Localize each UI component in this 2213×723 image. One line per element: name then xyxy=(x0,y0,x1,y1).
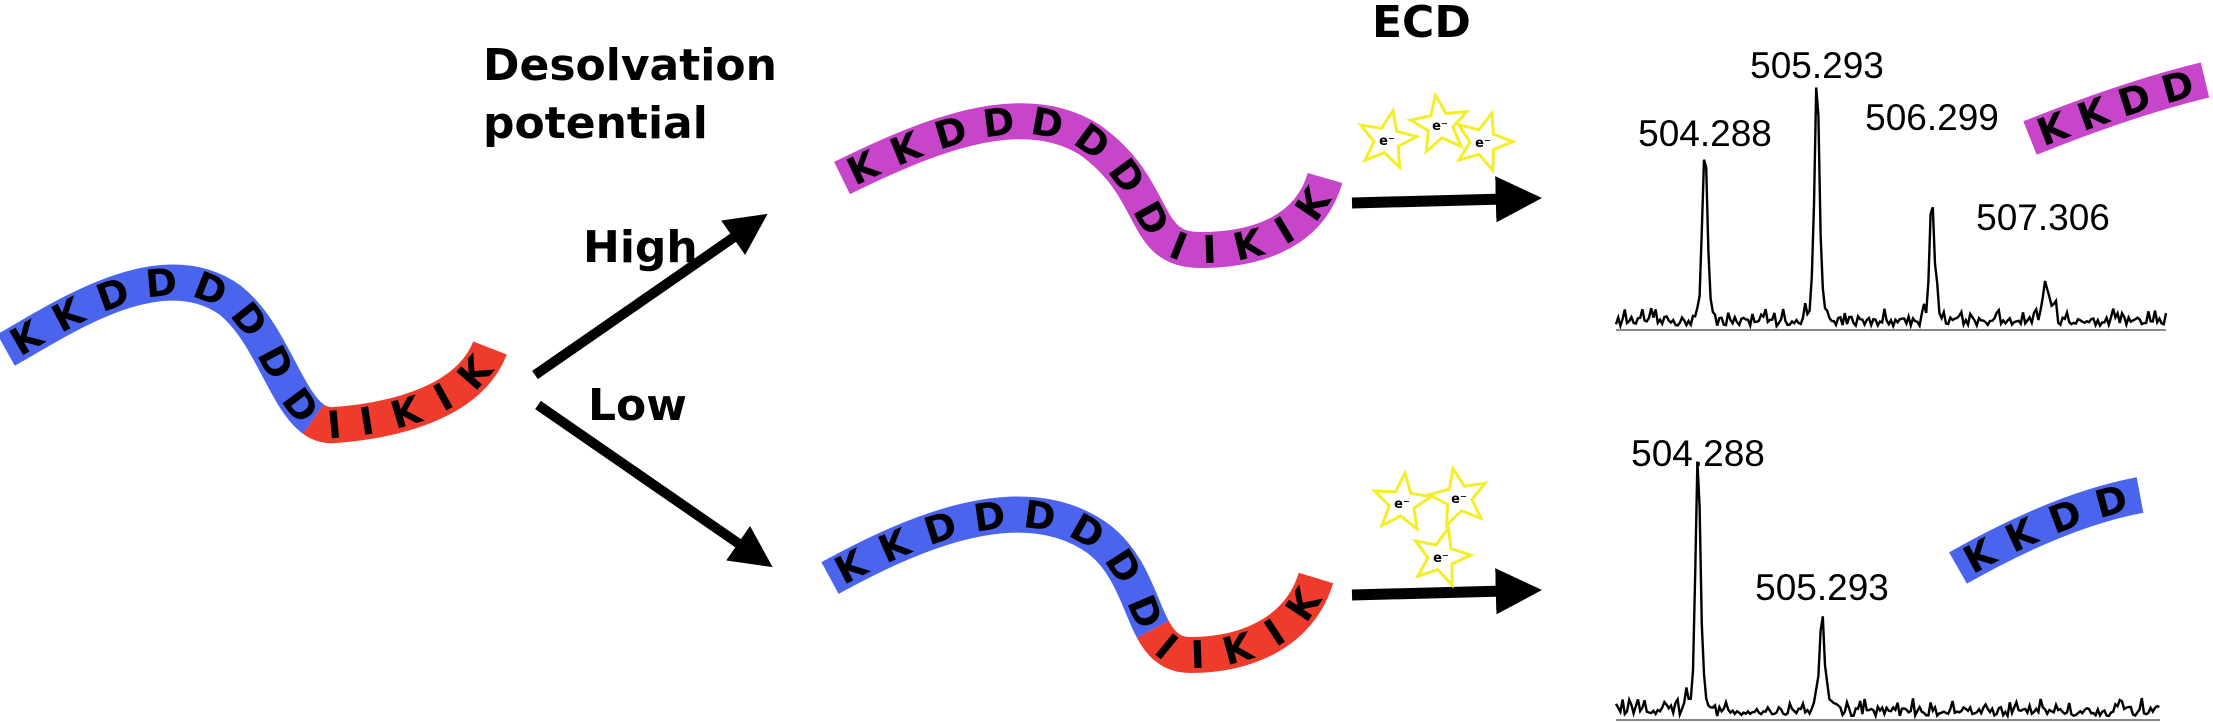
peptide-low: KKDDDDDDIIKIK xyxy=(828,492,1331,677)
electron-star-icon xyxy=(1425,464,1489,530)
electron-stars-high: e⁻ e⁻ e⁻ xyxy=(1357,91,1518,175)
ecd-arrow-low xyxy=(1351,568,1542,615)
peptide-initial: KKDDDDDDIIKIK xyxy=(3,260,502,448)
electron-symbol: e⁻ xyxy=(1432,119,1448,134)
peak-label: 504.288 xyxy=(1638,113,1772,154)
peak-label: 505.293 xyxy=(1755,567,1889,608)
peptide-high: KKDDDDDDIIKIK xyxy=(840,99,1340,272)
peak-label: 504.288 xyxy=(1631,433,1765,474)
spectrum-trace xyxy=(1614,87,2168,331)
peak-label: 506.299 xyxy=(1865,97,1999,138)
high-branch-arrow xyxy=(532,213,768,380)
electron-symbol: e⁻ xyxy=(1379,134,1395,149)
ecd-arrow-high xyxy=(1351,176,1542,223)
spectrum-low: 504.288 505.293 xyxy=(1614,433,2160,721)
fragment-high: KKDD xyxy=(2030,62,2205,155)
electron-stars-low: e⁻ e⁻ e⁻ xyxy=(1370,464,1489,589)
spectrum-high: 504.288 505.293 506.299 507.306 xyxy=(1614,45,2168,331)
spectrum-trace xyxy=(1614,461,2160,720)
low-branch-arrow xyxy=(535,400,773,568)
fragment-low: KKDD xyxy=(1956,476,2140,582)
electron-star-icon xyxy=(1406,91,1471,156)
electron-star-icon xyxy=(1455,109,1518,175)
electron-star-icon xyxy=(1370,469,1436,533)
desolvation-label-line1: Desolvation xyxy=(483,40,777,91)
electron-symbol: e⁻ xyxy=(1433,551,1449,566)
high-label: High xyxy=(583,222,698,273)
electron-symbol: e⁻ xyxy=(1394,497,1410,512)
electron-symbol: e⁻ xyxy=(1451,492,1467,507)
peak-label: 507.306 xyxy=(1976,197,2110,238)
electron-star-icon xyxy=(1357,106,1421,172)
electron-star-icon xyxy=(1412,523,1475,589)
electron-symbol: e⁻ xyxy=(1475,136,1491,151)
peak-label: 505.293 xyxy=(1750,45,1884,86)
low-label: Low xyxy=(588,380,687,431)
desolvation-label-line2: potential xyxy=(483,98,708,149)
ecd-label: ECD xyxy=(1372,0,1471,48)
